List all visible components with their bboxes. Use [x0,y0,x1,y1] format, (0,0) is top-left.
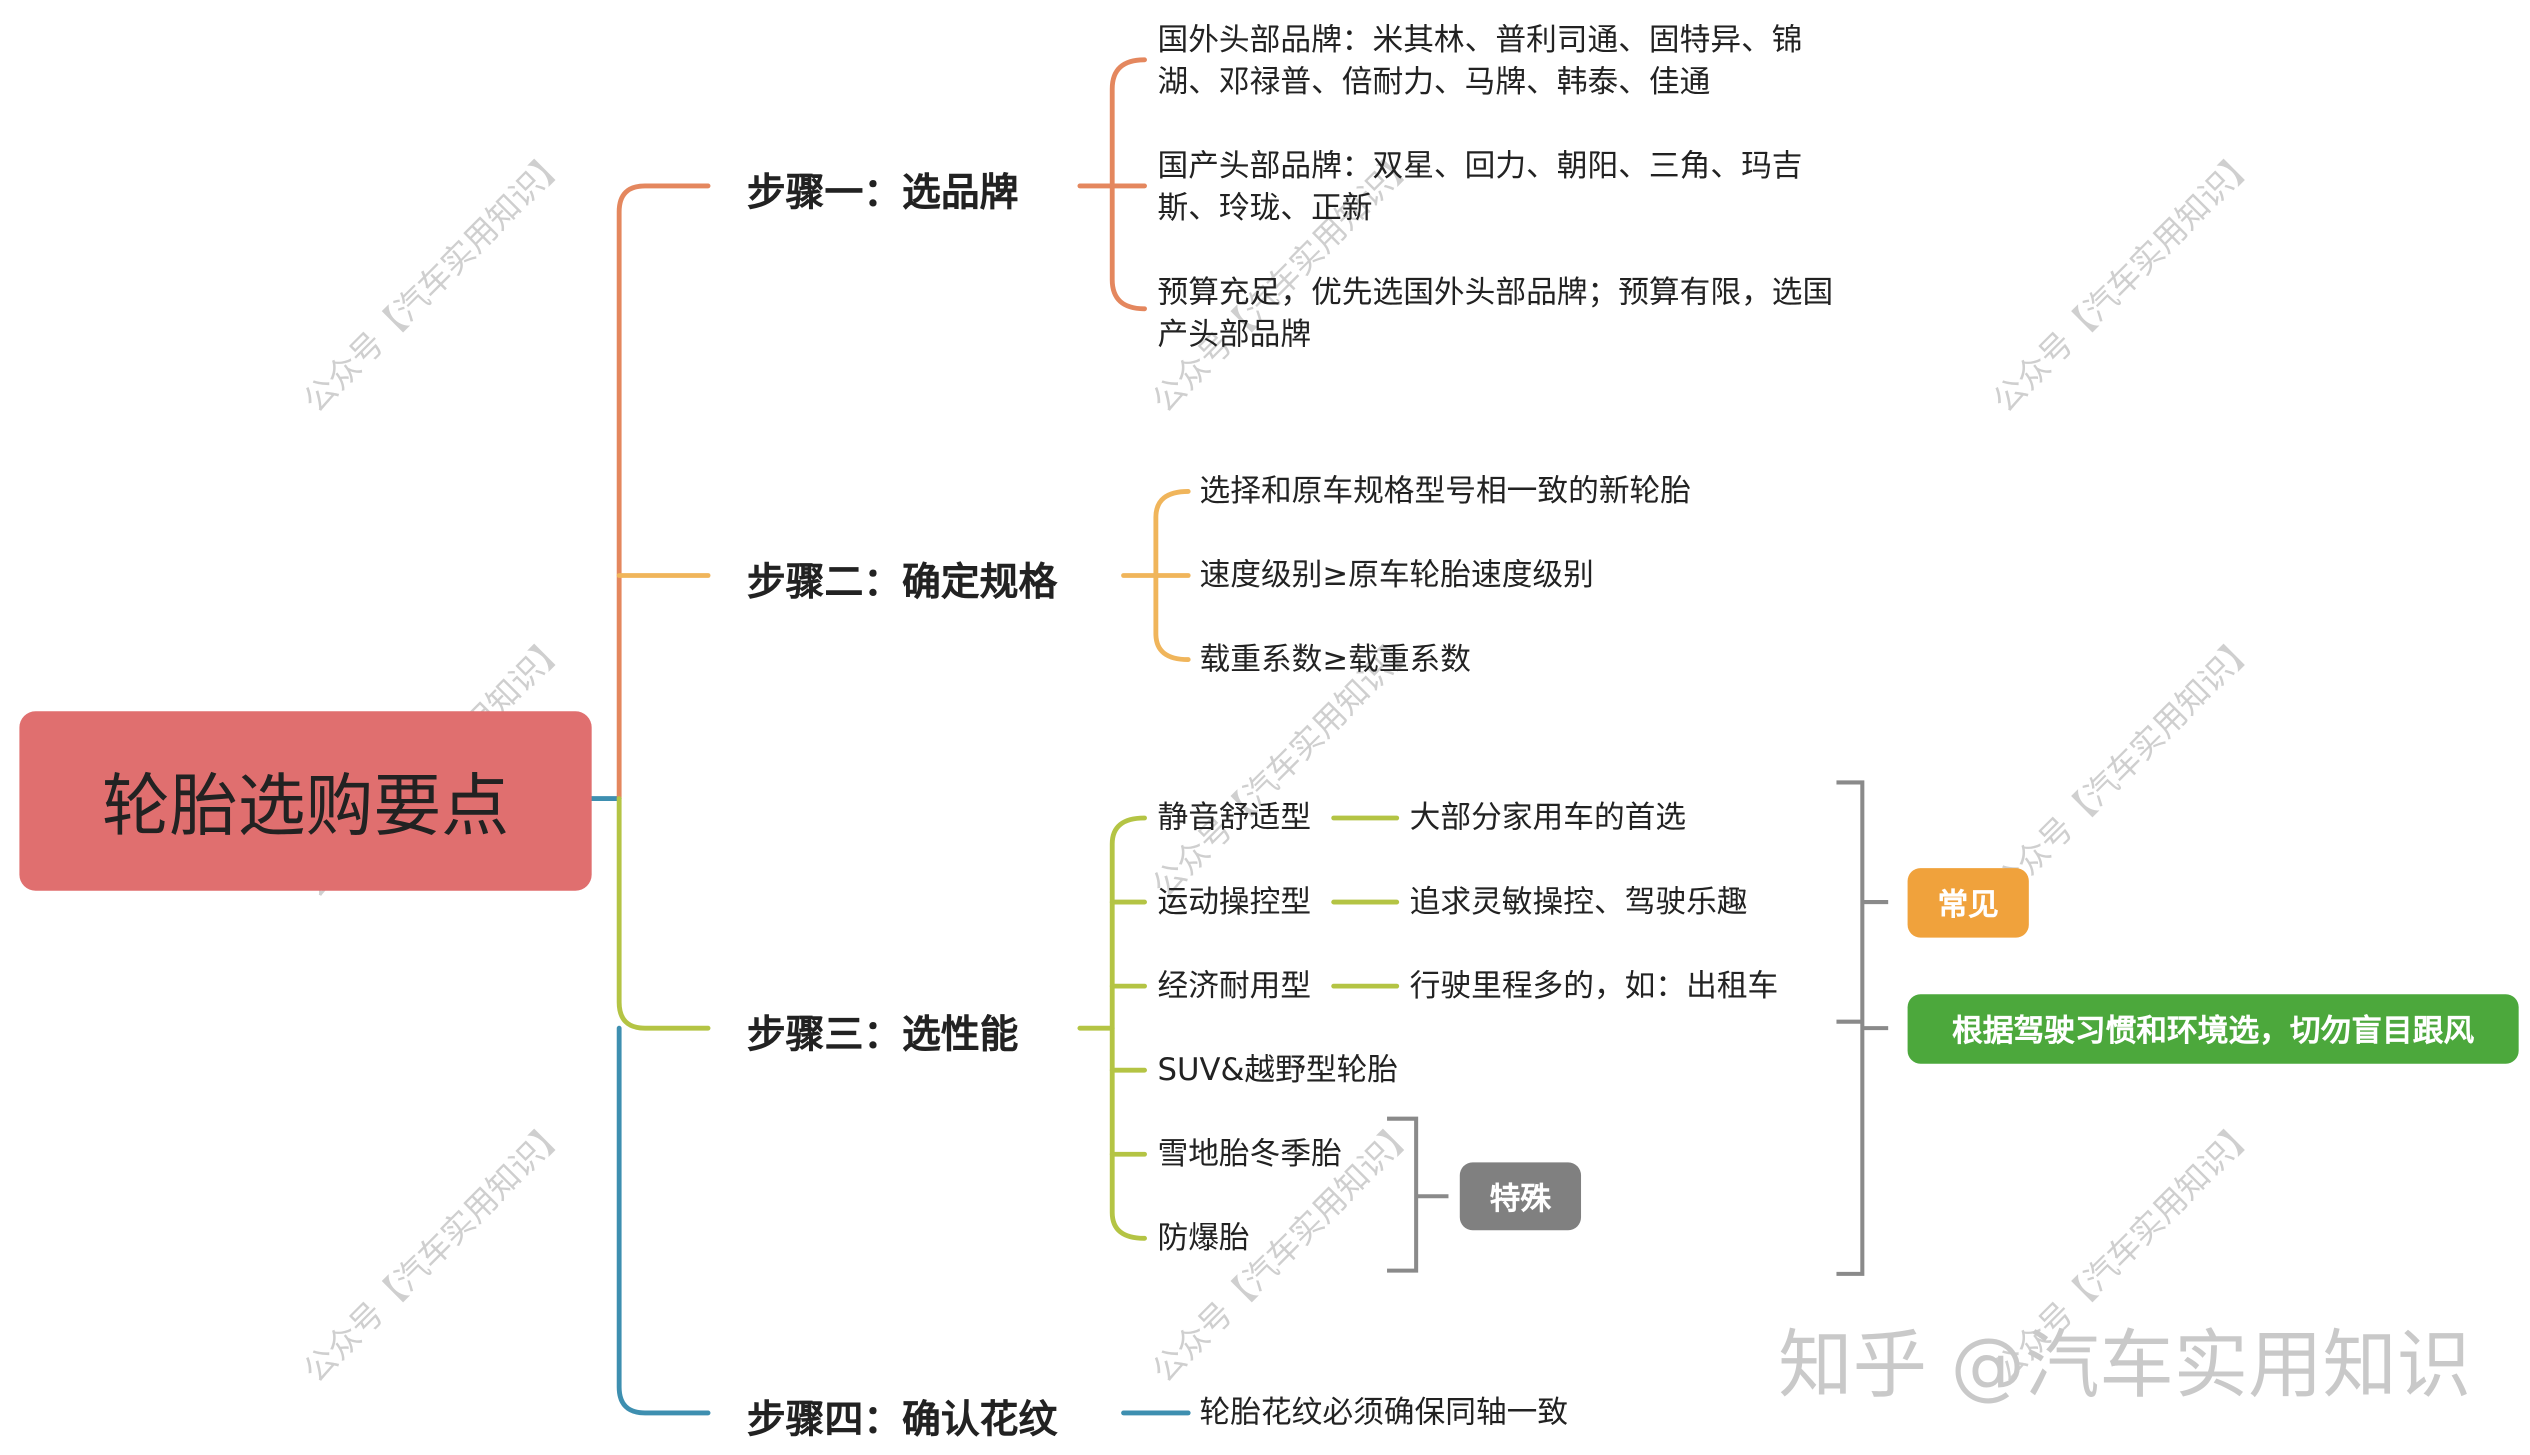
tag-advice-label: 根据驾驶习惯和环境选，切勿盲目跟风 [1952,1013,2475,1050]
branch-step3 [616,796,711,1031]
step-4-item-1: 轮胎花纹必须确保同轴一致 [1199,1395,1569,1431]
step-3-title[interactable]: 步骤三：选性能 [746,1011,1019,1058]
step-3-item-1: 静音舒适型 [1157,800,1312,836]
step3-bracket [1109,815,1147,1241]
step-3-item-3: 经济耐用型 [1157,968,1312,1004]
performance-bracket [1836,780,1865,1276]
branch-step4 [616,1025,711,1416]
step-1-title[interactable]: 步骤一：选品牌 [746,169,1019,216]
step-1-item-1: 国外头部品牌：米其林、普利司通、固特异、锦湖、邓禄普、倍耐力、马牌、韩泰、佳通 [1157,22,1803,101]
root-node[interactable]: 轮胎选购要点 [19,711,592,891]
tag-common-label: 常见 [1937,887,1999,924]
step-1-item-3: 预算充足，优先选国外头部品牌；预算有限，选国产头部品牌 [1157,274,1834,353]
step-3-item-1-desc: 大部分家用车的首选 [1409,800,1687,836]
root-label: 轮胎选购要点 [101,766,510,846]
tag-special-label: 特殊 [1489,1180,1552,1217]
step-3-item-6: 防爆胎 [1157,1220,1250,1257]
special-bracket [1387,1116,1419,1273]
step-3-item-5: 雪地胎冬季胎 [1157,1136,1342,1173]
step-3-item-2-desc: 追求灵敏操控、驾驶乐趣 [1409,884,1748,920]
step-2-title[interactable]: 步骤二：确定规格 [746,559,1058,605]
tag-common[interactable]: 常见 [1907,868,2029,938]
step-3-item-4: SUV&越野型轮胎 [1157,1052,1399,1088]
tag-advice[interactable]: 根据驾驶习惯和环境选，切勿盲目跟风 [1907,994,2519,1064]
tag-special[interactable]: 特殊 [1459,1162,1582,1231]
step-3-item-3-desc: 行驶里程多的，如：出租车 [1409,968,1779,1004]
step-2-item-3: 载重系数≥载重系数 [1199,641,1471,678]
branch-step1 [616,183,711,802]
step-2-item-1: 选择和原车规格型号相一致的新轮胎 [1199,473,1691,510]
step-3-item-2: 运动操控型 [1157,884,1312,920]
step-4-title[interactable]: 步骤四：确认花纹 [746,1396,1058,1443]
step-2-item-2: 速度级别≥原车轮胎速度级别 [1199,557,1594,594]
credit-text: 知乎 @汽车实用知识 [1778,1320,2472,1409]
step-1-item-2: 国产头部品牌：双星、回力、朝阳、三角、玛吉斯、玲珑、正新 [1157,148,1803,227]
